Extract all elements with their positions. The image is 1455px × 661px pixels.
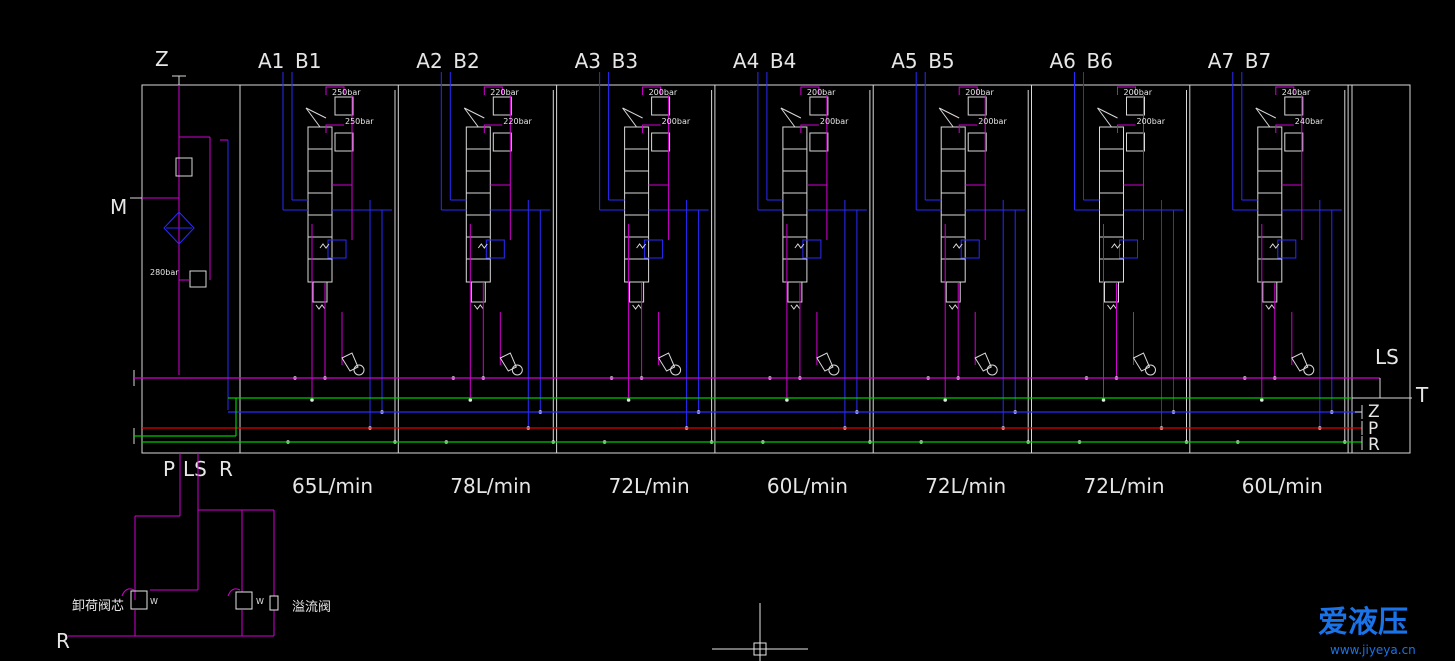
port-label-a: A1 <box>258 49 284 73</box>
flow-rate-label: 60L/min <box>1242 474 1323 498</box>
port-label-ls: LS <box>183 457 207 481</box>
flow-rate-label: 65L/min <box>292 474 373 498</box>
relief-pressure-label-1: 200bar <box>1124 88 1153 97</box>
work-section: A4 B4 200bar 200bar 60L/min <box>733 49 874 498</box>
work-sections: A1 B1 250bar 250bar 65L/min A2 B2 220bar 220bar 7… <box>258 49 1349 498</box>
lower-circuit <box>68 453 275 637</box>
relief-pressure-label-2: 250bar <box>345 117 374 126</box>
unload-valve-symbol <box>130 590 148 610</box>
watermark-url: www.jiyeya.cn <box>1330 643 1416 657</box>
flow-rate-label: 72L/min <box>609 474 690 498</box>
port-label-p: P <box>163 457 175 481</box>
port-label-b: B1 <box>295 49 321 73</box>
valve-block-frame <box>141 84 1411 454</box>
inlet-pressure-label: 280bar <box>150 268 179 277</box>
port-label-b: B5 <box>928 49 954 73</box>
relief-pressure-label-2: 200bar <box>820 117 849 126</box>
port-label-p-right: P <box>1368 419 1378 439</box>
relief-pressure-label-2: 200bar <box>978 117 1007 126</box>
port-label-b: B7 <box>1245 49 1271 73</box>
work-section: A3 B3 200bar 200bar 72L/min <box>575 49 716 498</box>
unload-valve-label: 卸荷阀芯 <box>72 598 124 614</box>
svg-text:W: W <box>256 597 264 606</box>
flow-rate-label: 72L/min <box>925 474 1006 498</box>
port-label-m: M <box>110 195 127 219</box>
port-label-b: B2 <box>453 49 479 73</box>
port-label-b: B6 <box>1087 49 1113 73</box>
relief-valve-label: 溢流阀 <box>292 600 331 615</box>
port-label-a: A2 <box>416 49 442 73</box>
port-label-r: R <box>219 457 233 481</box>
flow-rate-label: 72L/min <box>1084 474 1165 498</box>
port-label-b: B3 <box>612 49 638 73</box>
relief-pressure-label-1: 220bar <box>490 88 519 97</box>
relief-pressure-label-2: 240bar <box>1295 117 1324 126</box>
port-label-t: T <box>1415 383 1429 407</box>
work-section: A2 B2 220bar 220bar 78L/min <box>416 49 558 498</box>
relief-pressure-label-2: 200bar <box>662 117 691 126</box>
svg-text:W: W <box>150 597 158 606</box>
watermark: 爱液压 www.jiyeya.cn <box>1318 605 1416 657</box>
cad-crosshair-icon <box>712 603 808 661</box>
return-port-label: R <box>56 629 70 653</box>
relief-pressure-label-1: 200bar <box>965 88 994 97</box>
flow-rate-label: 60L/min <box>767 474 848 498</box>
work-section: A7 B7 240bar 240bar 60L/min <box>1208 49 1349 498</box>
port-label-a: A5 <box>891 49 917 73</box>
work-section: A1 B1 250bar 250bar 65L/min <box>258 49 399 498</box>
port-label-b: B4 <box>770 49 796 73</box>
watermark-brand: 爱液压 <box>1318 605 1408 640</box>
relief-pressure-label-2: 220bar <box>503 117 532 126</box>
relief-pressure-label-2: 200bar <box>1137 117 1166 126</box>
relief-pressure-label-1: 200bar <box>807 88 836 97</box>
port-label-r-right: R <box>1368 435 1380 455</box>
port-label-a: A6 <box>1050 49 1076 73</box>
port-label-a: A3 <box>575 49 601 73</box>
port-label-a: A4 <box>733 49 759 73</box>
port-label-z-top: Z <box>155 47 169 71</box>
port-label-ls-right: LS <box>1375 345 1399 369</box>
galleries <box>134 377 1412 450</box>
relief-pressure-label-1: 200bar <box>649 88 678 97</box>
relief-valve-symbol <box>235 591 253 610</box>
inlet-section <box>142 85 229 410</box>
work-section: A5 B5 200bar 200bar 72L/min <box>891 49 1032 498</box>
relief-pressure-label-1: 250bar <box>332 88 361 97</box>
relief-pressure-label-1: 240bar <box>1282 88 1311 97</box>
work-section: A6 B6 200bar 200bar 72L/min <box>1050 49 1191 498</box>
port-label-z-right: Z <box>1368 402 1380 422</box>
flow-rate-label: 78L/min <box>450 474 531 498</box>
port-label-a: A7 <box>1208 49 1234 73</box>
